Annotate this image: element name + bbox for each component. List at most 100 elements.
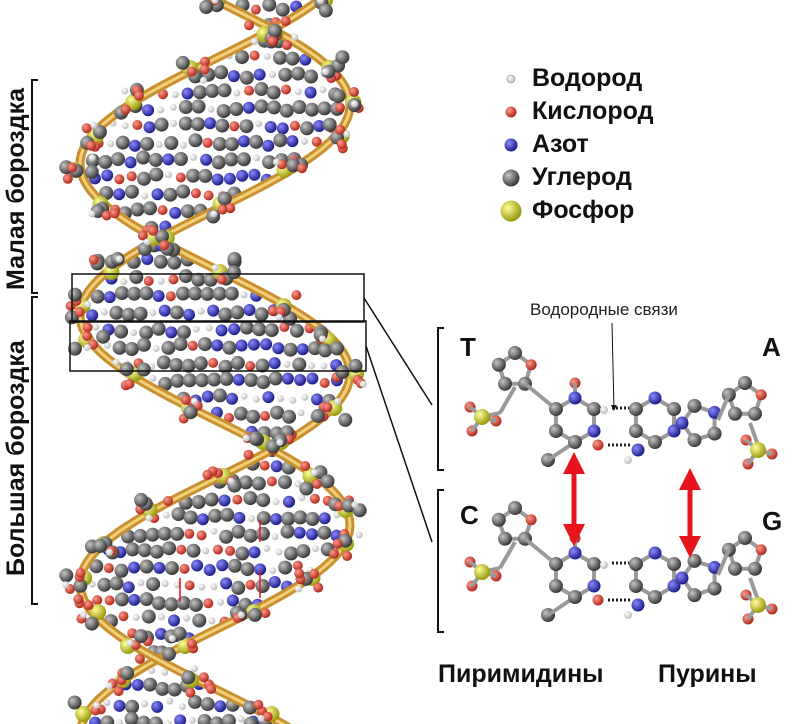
helix-base-atom	[142, 104, 155, 117]
helix-atom	[96, 329, 111, 344]
phosphorus-atom	[103, 264, 120, 280]
helix-base-atom	[111, 152, 125, 167]
helix-base-atom	[109, 576, 124, 591]
helix-base-atom	[157, 205, 168, 216]
helix-base-atom	[155, 681, 170, 696]
helix-base-atom	[268, 576, 281, 588]
helix-atom	[348, 358, 363, 373]
helix-atom	[322, 117, 337, 132]
molecule-atom	[750, 442, 766, 458]
helix-atom	[313, 582, 324, 593]
hydrogen-atom	[334, 397, 342, 405]
molecule-atom	[755, 544, 767, 556]
helix-atom	[172, 626, 187, 641]
helix-base-atom	[262, 155, 277, 170]
helix-base-atom	[243, 491, 258, 505]
helix-atom	[67, 341, 82, 356]
hydrogen-atom	[355, 531, 363, 539]
base-label-t: T	[460, 332, 476, 362]
helix-base-atom	[207, 304, 220, 317]
helix-base-atom	[168, 274, 179, 285]
helix-base-atom	[233, 511, 246, 524]
helix-base-atom	[245, 361, 256, 371]
molecule-atom	[587, 424, 601, 438]
helix-base-atom	[200, 153, 213, 166]
helix-base-atom	[273, 133, 288, 148]
helix-base-atom	[254, 82, 269, 96]
helix-base-atom	[207, 372, 222, 387]
helix-base-atom	[124, 184, 139, 199]
helix-base-atom	[212, 137, 227, 151]
helix-base-atom	[280, 524, 295, 539]
helix-base-atom	[187, 340, 198, 351]
helix-base-atom	[186, 168, 201, 183]
molecule-atom	[568, 546, 582, 560]
helix-base-atom	[270, 460, 283, 473]
helix-base-atom	[248, 168, 261, 181]
helix-base-atom	[215, 324, 228, 337]
covalent-bond	[498, 386, 517, 414]
helix-base-atom	[264, 121, 277, 133]
helix-atom	[226, 265, 241, 280]
covalent-bond	[498, 541, 517, 569]
helix-base-atom	[223, 172, 236, 185]
helix-base-atom	[176, 325, 191, 340]
helix-base-atom	[100, 715, 115, 724]
hydrogen-atom	[88, 154, 96, 162]
helix-base-atom	[281, 84, 291, 95]
helix-base-atom	[243, 528, 258, 543]
helix-base-atom	[250, 4, 261, 15]
helix-base-atom	[188, 694, 202, 709]
helix-atom	[62, 173, 73, 184]
helix-atom	[113, 686, 124, 697]
helix-base-atom	[255, 358, 270, 373]
helix-base-atom	[124, 711, 139, 724]
helix-atom	[330, 341, 344, 356]
molecule-atom	[548, 424, 563, 438]
helix-base-atom	[266, 85, 281, 100]
helix-atom	[181, 670, 196, 685]
helix-atom	[185, 687, 196, 698]
molecule-atom	[474, 564, 490, 580]
helix-base-atom	[121, 122, 129, 130]
molecule-atom	[628, 579, 643, 593]
helix-base-atom	[200, 697, 215, 712]
helix-base-atom	[196, 513, 209, 526]
helix-atom	[338, 412, 353, 427]
helix-base-atom	[254, 307, 269, 322]
helix-atom	[183, 405, 198, 420]
helix-base-atom	[226, 594, 239, 607]
helix-base-atom	[190, 153, 197, 161]
legend-label: Фосфор	[532, 196, 635, 224]
hydrogen-atom	[257, 714, 265, 722]
helix-base-atom	[256, 511, 271, 526]
helix-atom	[320, 474, 335, 489]
helix-atom	[268, 23, 282, 38]
helix-base-atom	[149, 374, 157, 382]
helix-base-atom	[173, 152, 188, 166]
molecule-atom	[648, 590, 662, 604]
helix-base-atom	[143, 677, 158, 692]
helix-atom	[335, 365, 350, 379]
helix-atom	[260, 608, 271, 619]
helix-base-atom	[128, 593, 141, 606]
helix-base-atom	[234, 406, 248, 421]
helix-base-atom	[157, 613, 165, 621]
helix-base-atom	[228, 323, 241, 336]
helix-base-atom	[158, 304, 171, 317]
hydrogen-atom	[210, 210, 218, 218]
helix-base-atom	[169, 305, 184, 320]
helix-base-atom	[205, 83, 220, 98]
helix-base-atom	[216, 559, 229, 572]
helix-base-atom	[103, 699, 111, 707]
helix-base-atom	[294, 88, 302, 96]
helix-atom	[200, 56, 210, 67]
hydrogen-atom	[83, 344, 91, 351]
helix-base-atom	[269, 567, 277, 575]
helix-base-atom	[175, 172, 186, 183]
helix-base-atom	[262, 0, 277, 12]
helix-base-atom	[211, 339, 224, 352]
helix-base-atom	[238, 475, 253, 490]
helix-atom	[120, 104, 131, 115]
helix-atom	[155, 229, 169, 244]
